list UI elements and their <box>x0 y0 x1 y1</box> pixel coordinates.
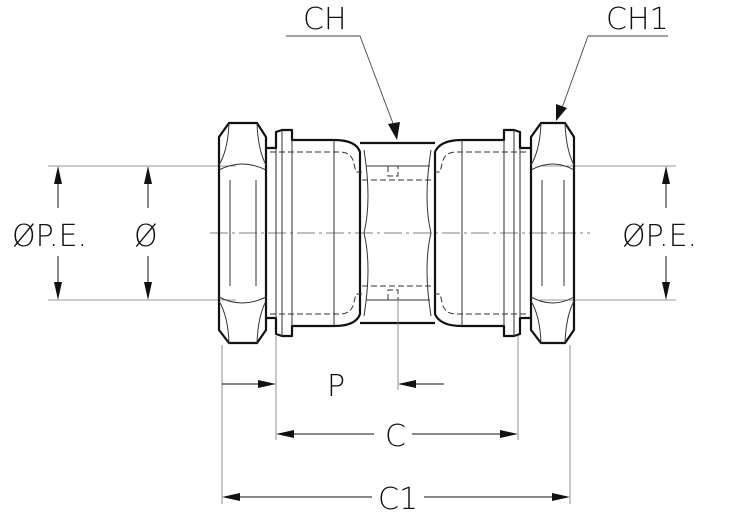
right-body-section <box>433 128 531 338</box>
right-hex-nut <box>529 121 576 345</box>
ch-leader-line <box>359 35 395 127</box>
central-body <box>360 141 435 325</box>
ch-leader-arrowhead <box>388 122 400 140</box>
ch1-leader-arrowhead <box>556 104 567 121</box>
pe-left-dimension <box>54 166 62 300</box>
c1-dimension <box>222 493 570 501</box>
inner-diameter-dimension <box>144 166 152 300</box>
p-dimension <box>222 380 444 388</box>
pe-right-label: ØP.E. <box>622 219 697 254</box>
ch1-label: CH1 <box>606 2 669 37</box>
p-label: P <box>327 369 345 404</box>
inner-diameter-label: Ø <box>134 219 158 254</box>
pe-right-dimension <box>662 166 670 300</box>
pe-left-label: ØP.E. <box>12 219 87 254</box>
ch-label: CH <box>303 2 347 37</box>
c-label: C <box>385 419 406 454</box>
ch1-leader-line <box>561 35 589 109</box>
c-dimension <box>276 430 518 438</box>
c1-label: C1 <box>378 482 418 516</box>
left-body-section <box>266 128 362 338</box>
left-hex-nut <box>217 121 268 345</box>
